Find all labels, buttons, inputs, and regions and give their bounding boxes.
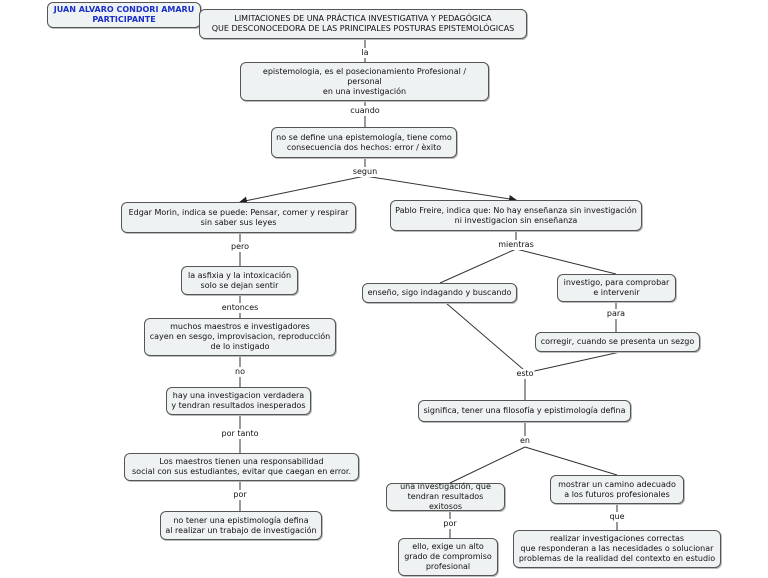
link-label-por-2: por <box>442 519 458 529</box>
link-label-pero: pero <box>229 242 251 252</box>
ello-node: ello, exige un alto grado de compromiso … <box>398 538 498 576</box>
no-define-node: no se define una epistemología, tiene co… <box>271 127 457 158</box>
link-label-por: por <box>232 490 248 500</box>
maestros-node: muchos maestros e investigadores cayen e… <box>144 318 336 356</box>
link-label-para: para <box>605 309 627 319</box>
asfixia-node: la asfixia y la intoxicación solo se dej… <box>181 266 298 295</box>
corregir-node: corregir, cuando se presenta un sezgo <box>535 332 700 352</box>
realizar-node: realizar investigaciones correctas que r… <box>513 530 721 568</box>
no-tener-node: no tener una epistimología defina al rea… <box>160 511 322 540</box>
responsabilidad-node: Los maestros tienen una responsabilidad … <box>124 453 359 481</box>
significa-node: significa, tener una filosofía y epistim… <box>418 400 631 422</box>
mostrar-node: mostrar un camino adecuado a los futuros… <box>550 475 684 504</box>
link-label-en: en <box>519 436 531 446</box>
enseno-node: enseño, sigo indagando y buscando <box>362 283 517 303</box>
investigo-node: investigo, para comprobar e intervenir <box>557 274 676 302</box>
link-label-que: que <box>608 512 626 522</box>
link-label-esto: esto <box>515 369 535 379</box>
title-node: LIMITACIONES DE UNA PRÁCTICA INVESTIGATI… <box>199 9 527 39</box>
investigacion-verdadera-node: hay una investigacion verdadera y tendra… <box>166 387 311 415</box>
link-label-mientras: mientras <box>497 240 535 250</box>
freire-node: Pablo Freire, indica que: No hay enseñan… <box>390 200 642 231</box>
morin-node: Edgar Morin, indica se puede: Pensar, co… <box>121 202 356 233</box>
link-label-por-tanto: por tanto <box>220 429 260 439</box>
author-label: JUAN ALVARO CONDORI AMARU PARTICIPANTE <box>47 2 201 28</box>
link-label-cuando: cuando <box>349 106 381 116</box>
link-label-segun: segun <box>351 167 379 177</box>
link-label-entonces: entonces <box>220 303 260 313</box>
link-label-no: no <box>234 367 246 377</box>
link-label-la: la <box>360 48 370 58</box>
una-investigacion-node: una investigación, que tendran resultado… <box>386 482 505 511</box>
epistemologia-node: epistemologia, es el posecionamiento Pro… <box>240 62 489 101</box>
